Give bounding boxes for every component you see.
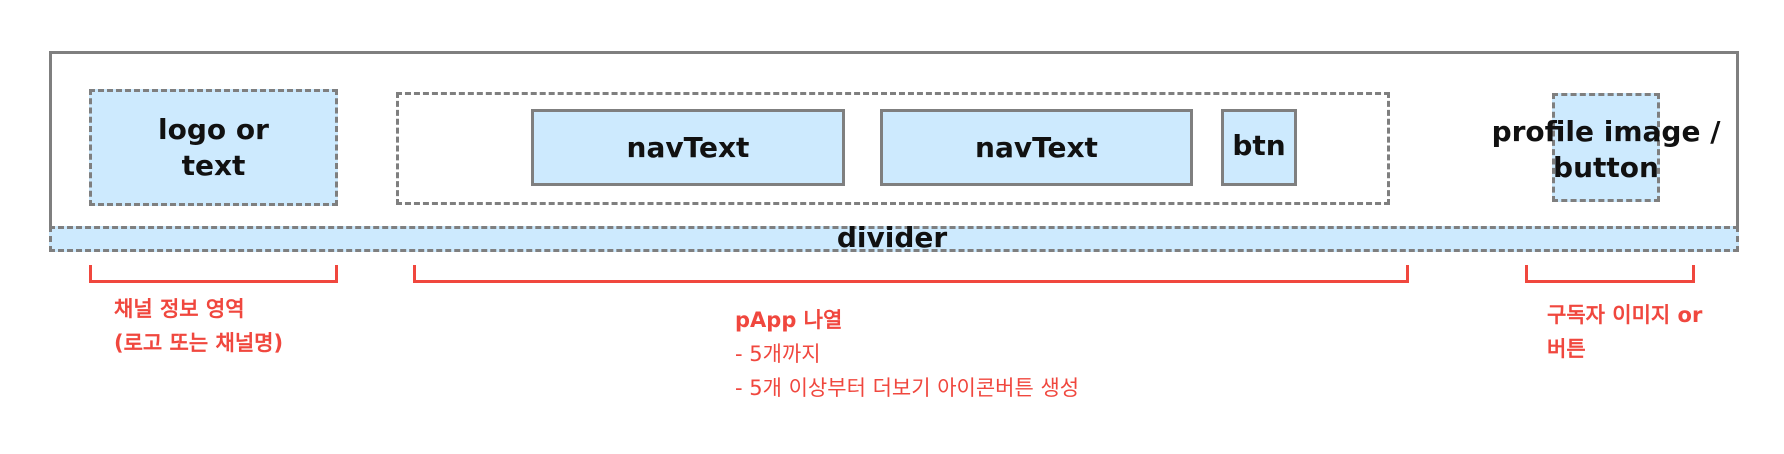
nav-text-label-1: navText	[626, 130, 750, 164]
nav-text-item-2[interactable]	[880, 109, 1193, 186]
more-button-label: btn	[1232, 128, 1286, 162]
subscriber-annotation-line1: 구독자 이미지 or	[1547, 303, 1703, 327]
channel-annotation-line2: (로고 또는 채널명)	[114, 331, 284, 355]
papp-annotation-item2: - 5개 이상부터 더보기 아이콘버튼 생성	[735, 376, 1080, 400]
logo-placeholder	[89, 89, 338, 206]
divider-label: divider	[836, 221, 948, 254]
divider-area	[49, 226, 1739, 252]
papp-bracket	[413, 265, 1409, 283]
papp-annotation-item1: - 5개까지	[735, 342, 821, 366]
profile-placeholder	[1552, 93, 1660, 202]
channel-annotation-line1: 채널 정보 영역	[114, 297, 245, 321]
papp-annotation-title: pApp 나열	[735, 308, 843, 332]
channel-bracket	[89, 265, 338, 283]
papp-annotation: pApp 나열 - 5개까지 - 5개 이상부터 더보기 아이콘버튼 생성	[735, 303, 1079, 405]
subscriber-annotation-line2: 버튼	[1547, 337, 1586, 361]
profile-label: profile image / button	[1491, 115, 1721, 184]
subscriber-bracket	[1525, 265, 1695, 283]
more-button[interactable]	[1221, 109, 1297, 186]
nav-text-label-2: navText	[975, 130, 1098, 164]
channel-annotation: 채널 정보 영역 (로고 또는 채널명)	[114, 292, 283, 360]
papp-nav-container	[396, 92, 1390, 205]
logo-label: logo or text	[158, 112, 269, 182]
subscriber-annotation: 구독자 이미지 or 버튼	[1547, 298, 1702, 366]
nav-text-item-1[interactable]	[531, 109, 845, 186]
